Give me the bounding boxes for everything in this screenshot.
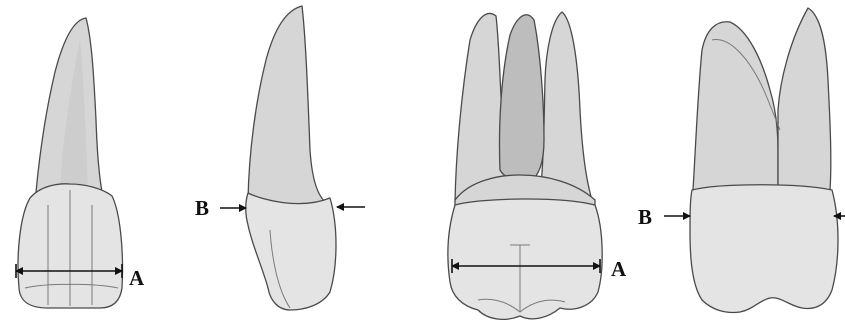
- tooth-3-molar-facial: A: [448, 12, 627, 319]
- tooth-2-premolar-proximal: B: [195, 6, 365, 310]
- tooth-3-root-distal: [540, 12, 592, 200]
- tooth-4-crown: [690, 185, 838, 313]
- tooth-3-crown: [448, 199, 602, 319]
- label-a-1: A: [129, 266, 145, 290]
- tooth-3-root-palatal: [499, 15, 544, 183]
- label-b-2: B: [195, 196, 209, 220]
- label-a-3: A: [611, 257, 627, 281]
- tooth-4-molar-proximal: B: [638, 8, 845, 313]
- tooth-2-root: [248, 6, 330, 213]
- tooth-4-root-left: [693, 22, 778, 190]
- tooth-4-root-right: [778, 8, 831, 190]
- tooth-2-crown: [246, 193, 336, 310]
- label-b-4: B: [638, 205, 652, 229]
- tooth-1-premolar-facial: A: [16, 18, 145, 308]
